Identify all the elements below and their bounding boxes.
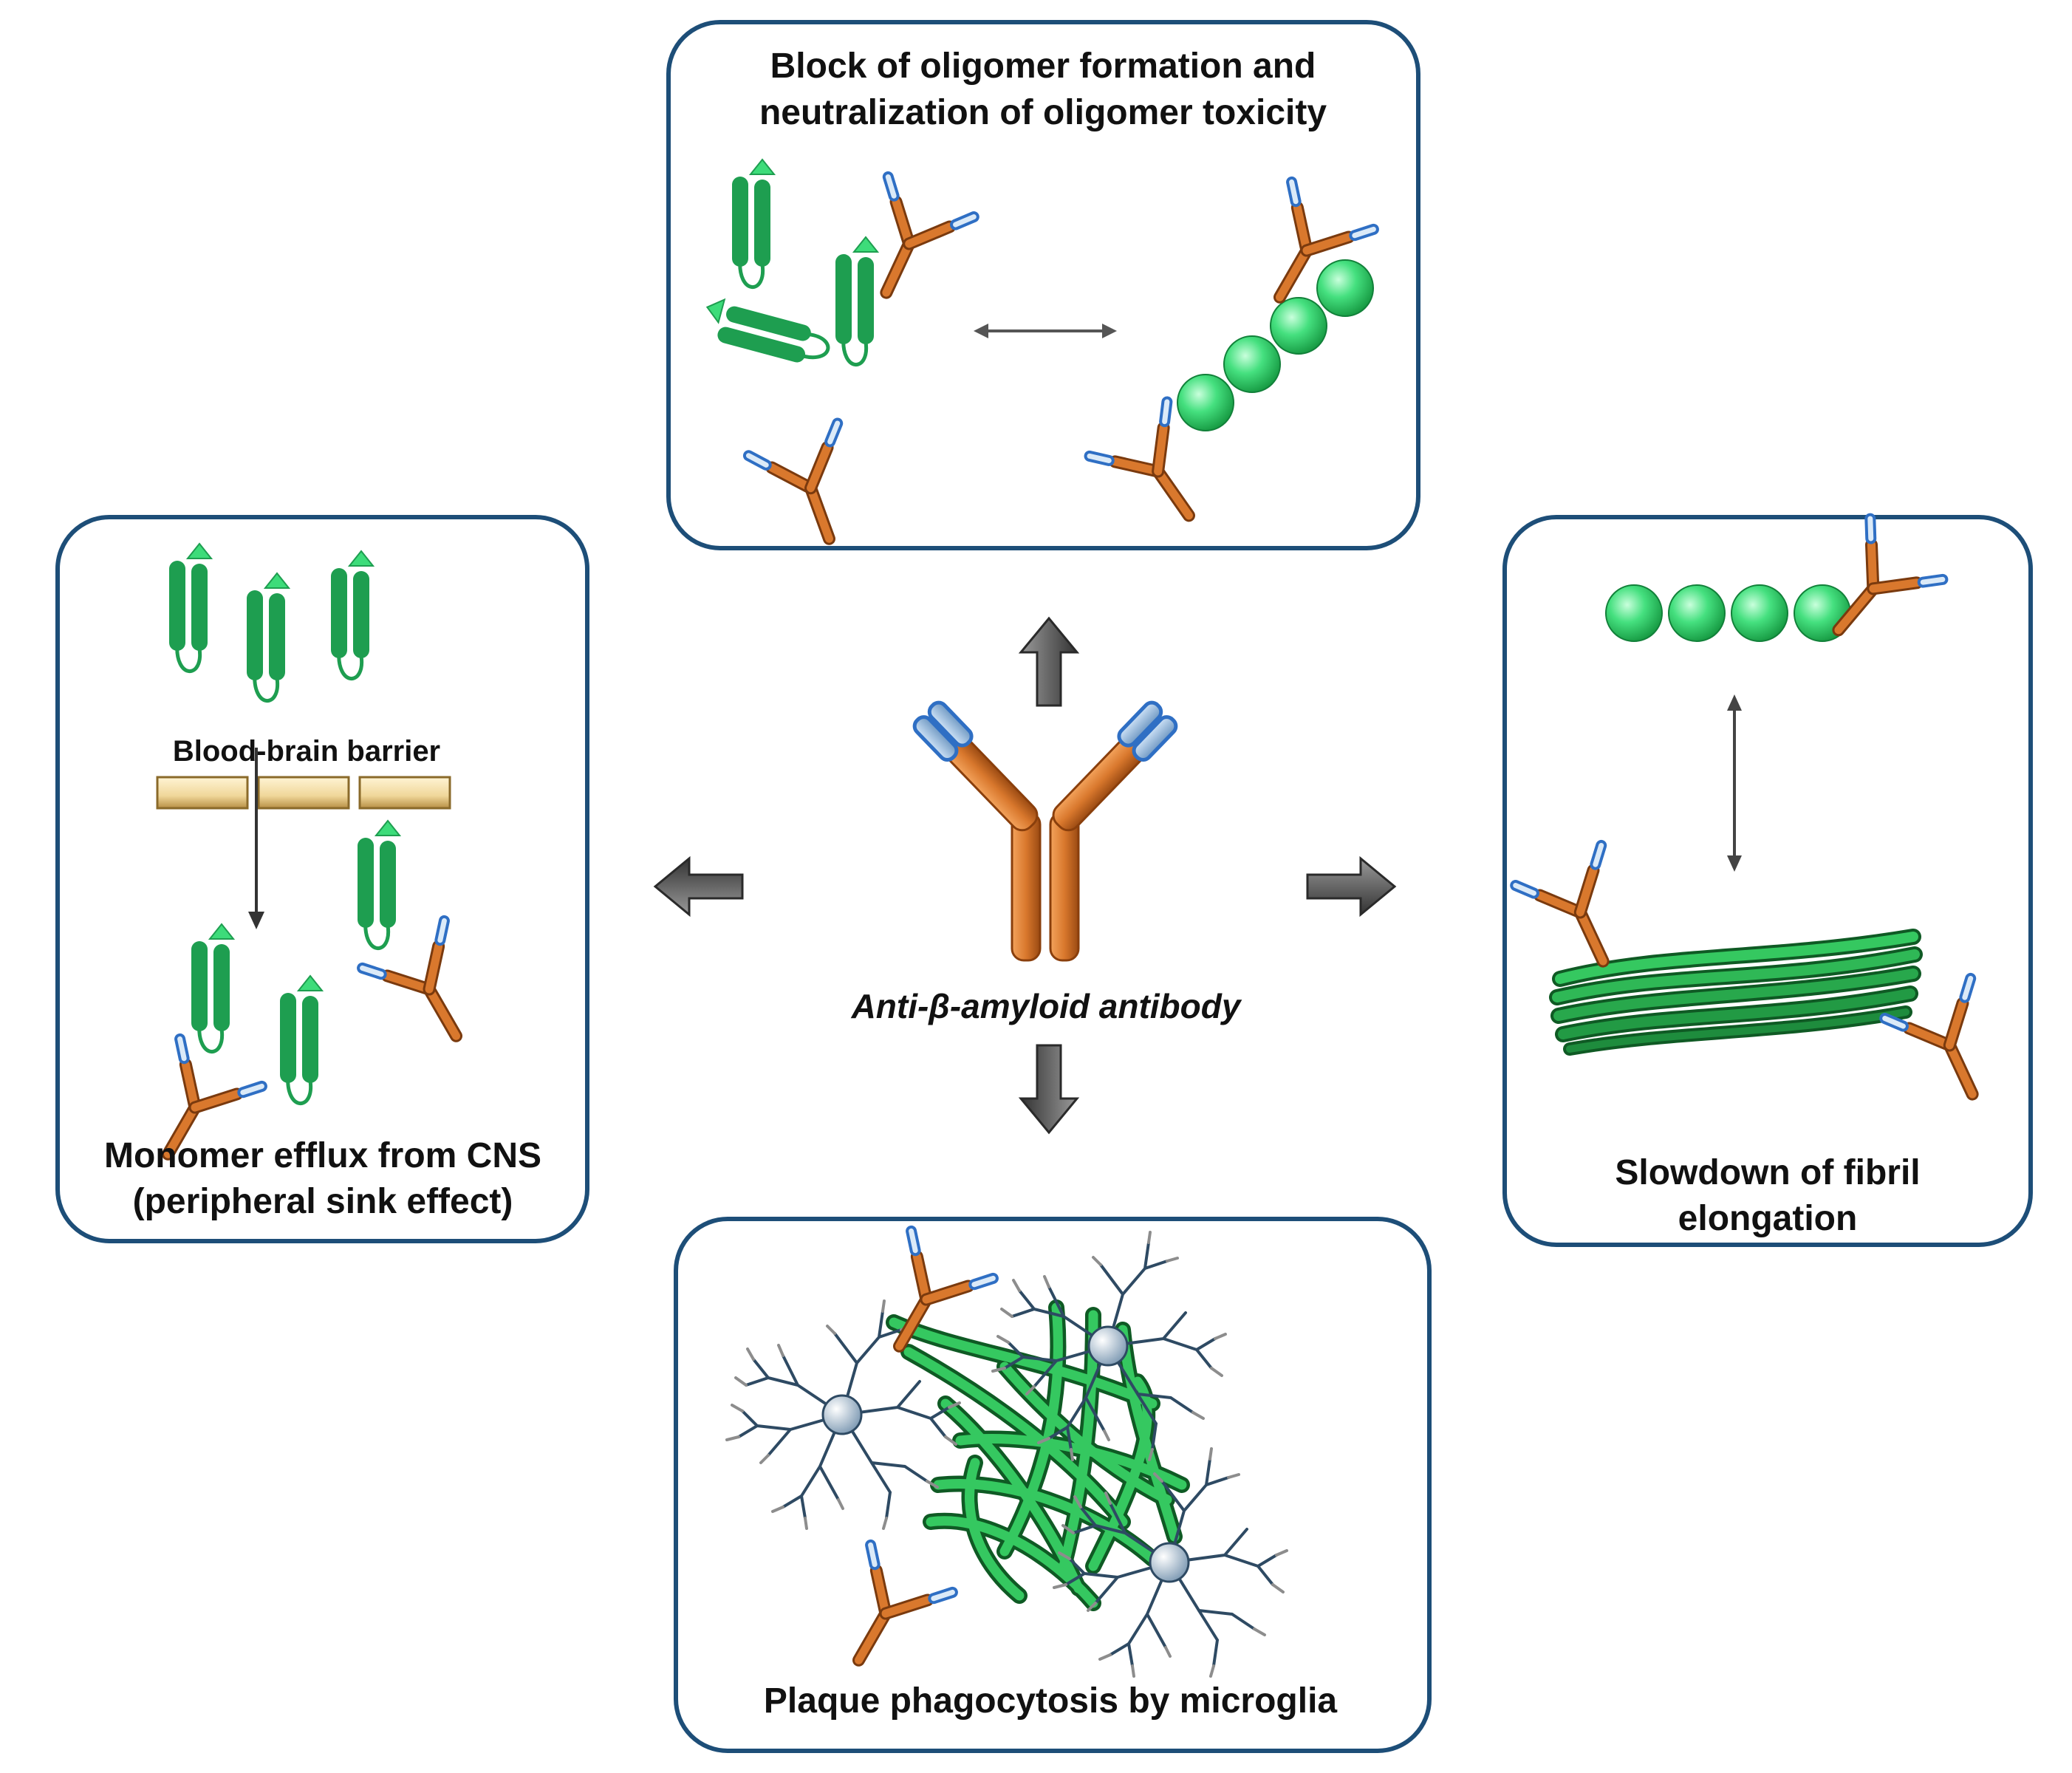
panel-oligomer-block: Block of oligomer formation and neutrali… [666,20,1420,555]
arrow-to-left-panel [654,857,744,916]
central-antibody [912,700,1178,962]
efflux-arrow [248,748,264,929]
antibody-fab-right [1117,700,1178,762]
arrow-to-top-panel [1019,617,1078,707]
panel-fibril-elongation: Slowdown of fibril elongation [1502,515,2033,1247]
panel-left-title-line1: Monomer efflux from CNS [104,1136,541,1175]
panel-right-title-line2: elongation [1678,1199,1858,1238]
panel-left-title-line2: (peripheral sink effect) [133,1182,513,1221]
antibody-fab-left [912,700,974,762]
panel-left-border [55,515,589,1243]
panel-right-border [1502,515,2033,1247]
amyloid-fibril [1549,929,1923,1056]
center-label: Anti-β-amyloid antibody [851,987,1242,1025]
blood-brain-barrier-label: Blood-brain barrier [173,735,440,768]
panel-top-title-line2: neutralization of oligomer toxicity [759,93,1327,132]
arrow-to-bottom-panel [1019,1044,1078,1134]
panel-monomer-efflux: Blood-brain barrier Monomer efflux from … [55,515,589,1243]
panel-right-title-line1: Slowdown of fibril [1615,1153,1920,1192]
equilibrium-arrow [1727,694,1742,872]
equilibrium-arrow [974,324,1117,338]
panel-top-title-line1: Block of oligomer formation and [770,47,1316,86]
blood-brain-barrier [156,776,451,810]
panel-bottom-border [674,1217,1432,1753]
arrow-to-right-panel [1306,857,1396,916]
panel-top-border [666,20,1420,550]
panel-bottom-title: Plaque phagocytosis by microglia [764,1681,1338,1721]
panel-plaque-phagocytosis: Plaque phagocytosis by microglia [674,1217,1432,1753]
antibody-stem [1011,811,1080,962]
